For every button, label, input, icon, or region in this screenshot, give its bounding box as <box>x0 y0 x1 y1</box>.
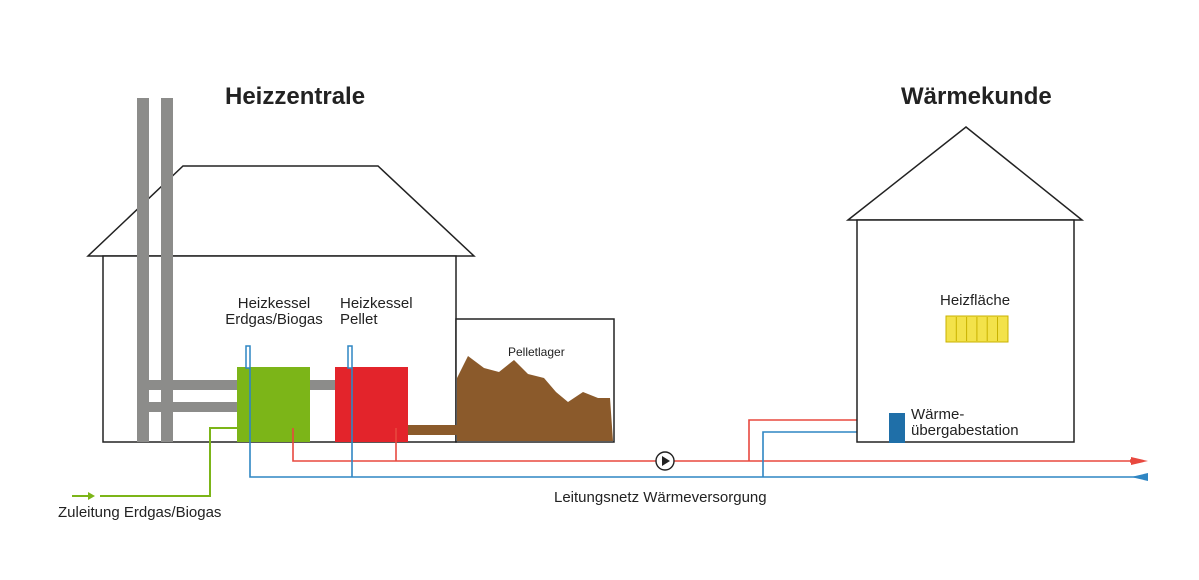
pellet-storage <box>406 318 615 443</box>
gas-boiler-label: Heizkessel Erdgas/Biogas <box>218 296 330 328</box>
radiator-icon <box>945 315 1009 343</box>
gas-boiler-label-line1: Heizkessel <box>237 295 311 312</box>
pellet-conveyor <box>406 425 458 435</box>
customer-title: Wärmekunde <box>901 83 1052 110</box>
network-label: Leitungsnetz Wärmeversorgung <box>554 489 767 506</box>
plant-title: Heizzentrale <box>225 83 366 110</box>
customer-roof <box>845 126 1085 221</box>
transfer-station-icon <box>889 413 905 443</box>
transfer-station-label-line1: Wärme- <box>911 406 965 423</box>
pump-icon <box>655 451 675 471</box>
radiator-label: Heizfläche <box>940 292 1011 309</box>
pellet-pile <box>457 356 613 441</box>
customer-building <box>845 126 1085 443</box>
supply-arrow-icon <box>1131 457 1148 465</box>
pellet-storage-label: Pelletlager <box>508 345 565 359</box>
transfer-station-label-line2: übergabestation <box>911 421 1019 439</box>
gas-supply-pipe <box>72 427 237 497</box>
pellet-boiler-label: Heizkessel Pellet <box>340 296 413 328</box>
gas-boiler <box>237 367 310 442</box>
transfer-station-label: Wärme- übergabestation <box>911 407 1019 439</box>
chimney <box>137 98 336 442</box>
gas-supply-arrow-icon <box>88 492 95 500</box>
gas-boiler-label-line2: Erdgas/Biogas <box>225 310 323 328</box>
gas-boiler-flue <box>245 345 251 369</box>
pellet-boiler-label-line2: Pellet <box>340 310 378 328</box>
pellet-boiler-flue <box>347 345 353 369</box>
pellet-boiler <box>335 367 408 442</box>
return-arrow-icon <box>1131 473 1148 481</box>
pellet-boiler-label-line1: Heizkessel <box>340 295 413 312</box>
gas-supply-label: Zuleitung Erdgas/Biogas <box>58 504 222 521</box>
